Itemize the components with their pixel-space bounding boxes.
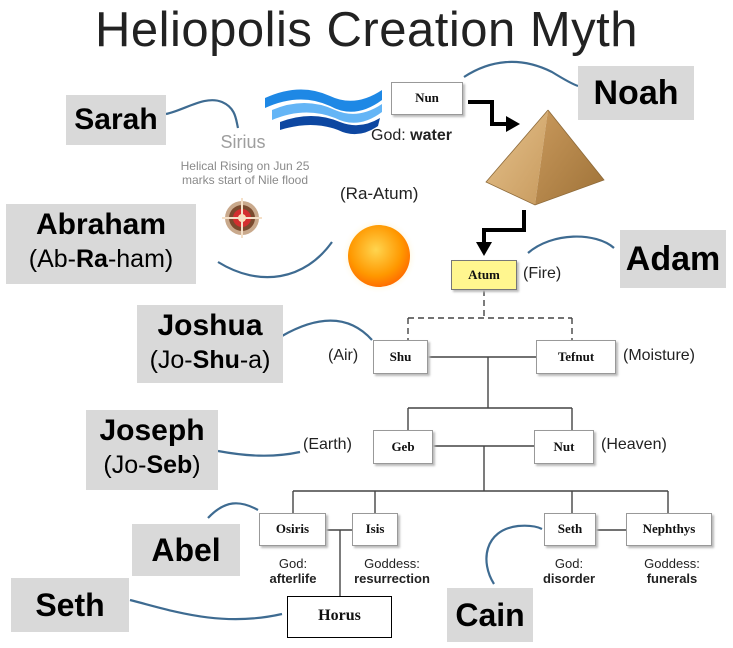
label-adam: Adam	[620, 230, 726, 288]
label-joshua: Joshua (Jo-Shu-a)	[137, 305, 283, 383]
tree-lines	[292, 290, 669, 596]
abraham-sub-post: -ham)	[107, 245, 174, 273]
label-noah: Noah	[578, 66, 694, 120]
water-waves-icon	[265, 89, 382, 135]
label-joseph: Joseph (Jo-Seb)	[86, 410, 218, 490]
label-abraham-name: Abraham	[35, 208, 167, 241]
connector-curves	[129, 60, 615, 621]
sun-icon	[341, 218, 417, 294]
osiris-caption-line-2: afterlife	[269, 571, 317, 586]
joshua-sub-bold: Shu	[192, 346, 240, 374]
page-title: Heliopolis Creation Myth	[94, 3, 639, 57]
node-atum: Atum	[451, 260, 517, 290]
sirius-line-2: marks start of Nile flood	[181, 173, 309, 187]
nun-caption: God: water	[371, 127, 452, 145]
sirius-label: Sirius	[220, 132, 266, 152]
seth-caption-line-1: God:	[554, 556, 584, 571]
osiris-caption-line-1: God:	[278, 556, 308, 571]
isis-caption: Goddess: resurrection	[338, 556, 446, 586]
node-nut: Nut	[534, 430, 594, 464]
abraham-sub-bold: Ra	[75, 245, 108, 273]
pyramid-icon	[485, 109, 605, 206]
geb-attribute: (Earth)	[303, 436, 352, 453]
node-nephthys: Nephthys	[626, 513, 712, 546]
label-abraham: Abraham (Ab-Ra-ham)	[6, 204, 196, 284]
nun-caption-prefix: God:	[371, 127, 411, 144]
nephthys-caption: Goddess: funerals	[632, 556, 712, 586]
seth-caption-line-2: disorder	[542, 571, 595, 586]
label-joshua-etymology: (Jo-Shu-a)	[137, 344, 283, 376]
ra-atum-label: (Ra-Atum)	[340, 184, 419, 203]
label-seth: Seth	[11, 578, 129, 632]
joseph-sub-pre: (Jo-	[103, 451, 147, 479]
node-nun: Nun	[391, 82, 463, 115]
label-abraham-etymology: (Ab-Ra-ham)	[6, 243, 196, 275]
node-geb: Geb	[373, 430, 433, 464]
arrow-pyramid-to-atum-icon	[482, 210, 526, 244]
label-cain: Cain	[447, 588, 533, 642]
abraham-sub-pre: (Ab-	[28, 245, 76, 273]
label-sarah: Sarah	[66, 95, 166, 145]
node-osiris: Osiris	[259, 513, 326, 546]
nut-attribute: (Heaven)	[601, 436, 667, 453]
label-joseph-etymology: (Jo-Seb)	[86, 449, 218, 481]
label-joseph-name: Joseph	[99, 414, 205, 447]
tefnut-attribute: (Moisture)	[623, 347, 696, 364]
joseph-sub-post: )	[192, 451, 201, 479]
sirius-star-icon	[222, 198, 262, 238]
node-tefnut: Tefnut	[536, 340, 616, 374]
arrow-nun-to-pyramid-icon	[468, 100, 508, 126]
nephthys-caption-line-1: Goddess:	[644, 556, 700, 571]
joseph-sub-bold: Seb	[146, 451, 193, 479]
isis-caption-line-2: resurrection	[354, 571, 430, 586]
nephthys-caption-line-2: funerals	[646, 571, 698, 586]
joshua-sub-pre: (Jo-	[149, 346, 193, 374]
label-joshua-name: Joshua	[157, 309, 263, 342]
sirius-line-1: Helical Rising on Jun 25	[180, 159, 310, 173]
nun-caption-value: water	[410, 127, 452, 144]
node-isis: Isis	[352, 513, 398, 546]
joshua-sub-post: -a)	[239, 346, 271, 374]
node-horus: Horus	[287, 596, 392, 638]
sirius-description: Helical Rising on Jun 25 marks start of …	[150, 159, 340, 187]
seth-god-caption: God: disorder	[536, 556, 602, 586]
label-abel: Abel	[132, 524, 240, 576]
node-shu: Shu	[373, 340, 428, 374]
atum-attribute: (Fire)	[523, 265, 562, 282]
isis-caption-line-1: Goddess:	[364, 556, 420, 571]
node-seth: Seth	[544, 513, 596, 546]
shu-attribute: (Air)	[328, 347, 359, 364]
osiris-caption: God: afterlife	[258, 556, 328, 586]
